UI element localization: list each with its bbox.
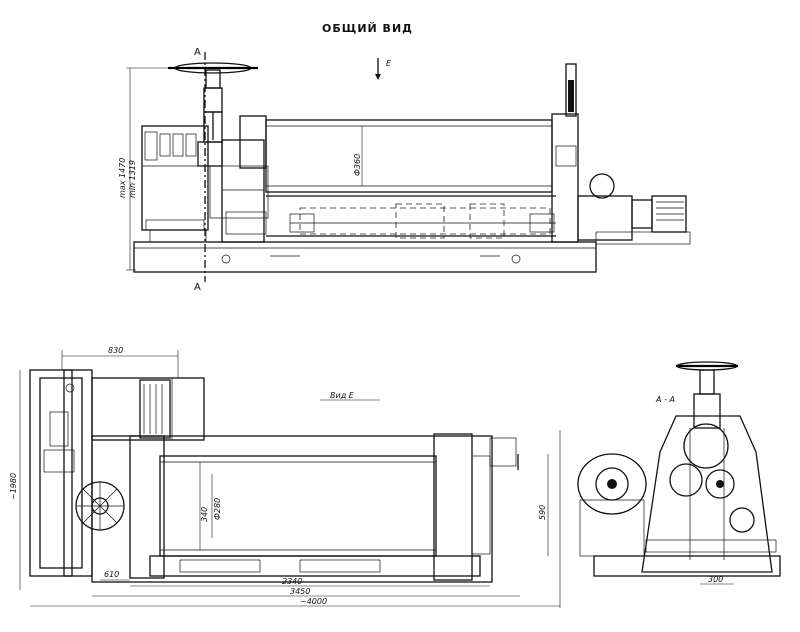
section-housing — [641, 415, 773, 573]
dim-diameter-280: Ф280 — [213, 498, 222, 520]
front-elevation-view: А А Ф360 — [118, 47, 691, 293]
dim-340: 340 — [200, 507, 209, 522]
left-drive-unit — [29, 369, 93, 577]
dim-300: 300 — [708, 575, 723, 584]
dim-4000: ~4000 — [300, 597, 327, 606]
top-motor — [91, 377, 205, 441]
anchor-bolt — [221, 254, 231, 264]
plan-view: 340 Ф280 830 ~1980 610 2340 3450 ~4000 5… — [9, 346, 561, 608]
section-lower-roll — [705, 469, 735, 499]
view-e-mark: Е — [386, 59, 392, 68]
drive-gearbox — [577, 195, 633, 241]
plan-upper-roll — [159, 455, 437, 557]
section-motor — [577, 453, 647, 515]
upper-roll — [265, 119, 553, 193]
view-e-label: Вид Е — [330, 391, 355, 400]
base-frame — [133, 241, 597, 273]
plan-frame — [91, 435, 493, 583]
dim-830: 830 — [108, 346, 123, 355]
section-a-a-view: А - А 300 — [577, 361, 781, 585]
dim-610: 610 — [104, 570, 119, 579]
dim-2340: 2340 — [282, 577, 302, 586]
dim-min-height: min 1319 — [128, 160, 137, 198]
section-upper-roll — [683, 423, 729, 469]
dim-590: 590 — [538, 505, 547, 520]
roll-diameter-dim: Ф360 — [353, 154, 362, 176]
section-label: А - А — [655, 395, 675, 404]
dim-3450: 3450 — [290, 587, 310, 596]
drawing-title: ОБЩИЙ ВИД — [322, 22, 413, 35]
left-roll-housing — [221, 139, 265, 243]
section-mark-bottom: А — [194, 282, 201, 293]
right-roll-housing — [551, 113, 579, 243]
anchor-bolt — [511, 254, 521, 264]
dim-1980: ~1980 — [9, 473, 18, 500]
dim-max-height: max 1470 — [118, 158, 127, 198]
section-mark-top: А — [194, 47, 201, 58]
